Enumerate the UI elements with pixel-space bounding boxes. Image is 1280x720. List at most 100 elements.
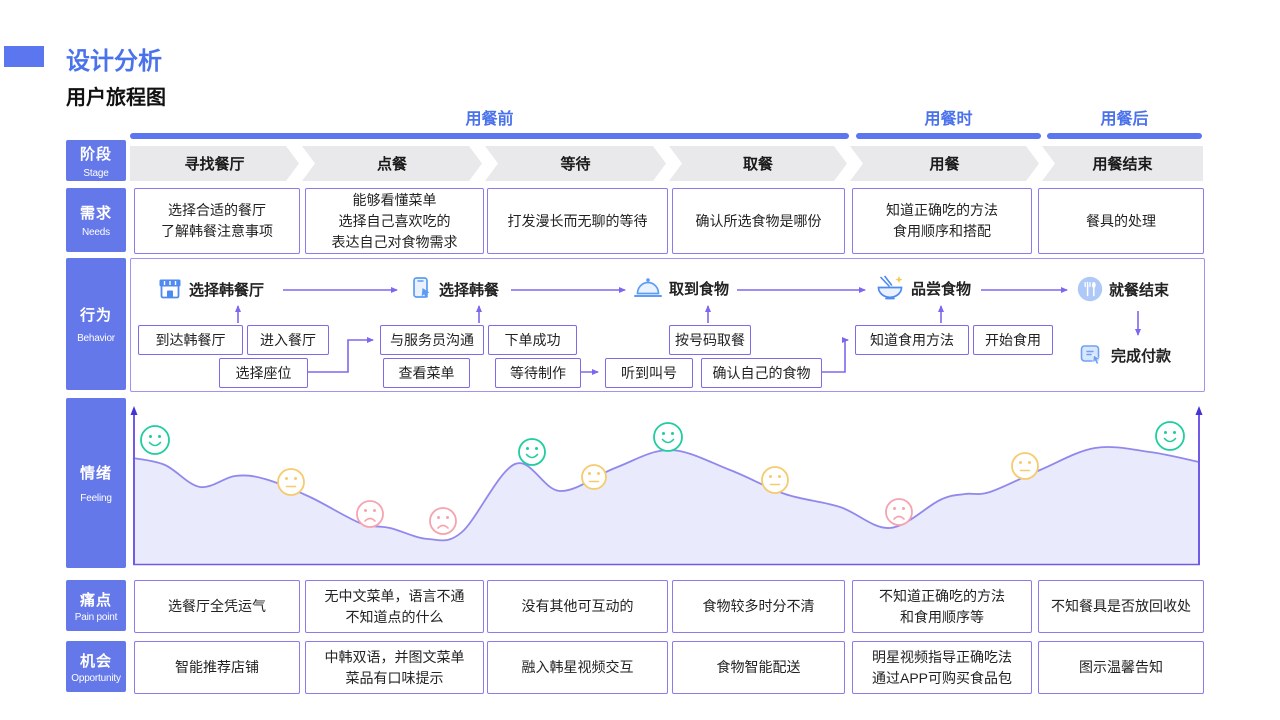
stage-chevron-order: 点餐 (302, 146, 482, 181)
neutral-face-icon (1011, 452, 1039, 480)
needs-text: 餐具的处理 (1086, 212, 1156, 229)
phase-bar-during-meal (856, 133, 1041, 139)
pain-text: 选餐厅全凭运气 (168, 598, 266, 614)
step-confirm-own-food: 确认自己的食物 (701, 358, 822, 388)
neutral-face-icon (581, 464, 607, 490)
pain-card-6: 不知餐具是否放回收处 (1038, 580, 1204, 633)
stage-chevron-wait: 等待 (485, 146, 666, 181)
pain-text: 不知道正确吃的方法 和食用顺序等 (879, 587, 1005, 625)
sad-face-icon (885, 498, 913, 526)
row-header-opportunity-en: Opportunity (71, 672, 121, 684)
opportunity-card-3: 融入韩星视频交互 (487, 641, 668, 694)
step-enter-restaurant: 进入餐厅 (247, 325, 329, 355)
step-talk-to-waiter: 与服务员沟通 (380, 325, 484, 355)
phase-label-during-meal: 用餐时 (924, 111, 973, 128)
row-header-needs-en: Needs (82, 227, 110, 238)
row-header-behavior-zh: 行为 (79, 307, 112, 324)
step-choose-seat: 选择座位 (219, 358, 308, 388)
needs-card-4: 确认所选食物是哪份 (672, 188, 845, 254)
milestone-choose-restaurant: 选择韩餐厅 (157, 276, 264, 302)
right-axis-arrowhead (1195, 406, 1203, 415)
phase-label-before-meal: 用餐前 (465, 111, 514, 128)
step-hear-number-called: 听到叫号 (605, 358, 693, 388)
behavior-flow-panel: 选择韩餐厅 选择韩餐 取到食物 品尝食物 (130, 258, 1205, 392)
milestone-complete-payment: 完成付款 (1079, 342, 1171, 368)
page-subtitle: 用户旅程图 (66, 87, 166, 109)
pain-text: 食物较多时分不清 (702, 598, 815, 614)
milestone-choose-food: 选择韩餐 (411, 276, 499, 302)
row-header-behavior-en: Behavior (77, 333, 115, 344)
row-header-pain-zh: 痛点 (79, 591, 112, 609)
pain-card-4: 食物较多时分不清 (672, 580, 845, 633)
pain-card-3: 没有其他可互动的 (487, 580, 668, 633)
connector-seat-to-waiter (306, 337, 374, 373)
stage-label: 用餐结束 (1092, 156, 1153, 173)
phase-label-after-meal: 用餐后 (1100, 111, 1149, 128)
connector-confirm-to-method (820, 337, 849, 373)
title-accent-bar (4, 46, 44, 67)
milestone-label: 选择韩餐 (439, 281, 500, 299)
needs-card-2: 能够看懂菜单 选择自己喜欢吃的 表达自己对食物需求 (305, 188, 484, 254)
milestone-label: 选择韩餐厅 (189, 281, 265, 299)
needs-card-3: 打发漫长而无聊的等待 (487, 188, 668, 254)
row-header-needs-zh: 需求 (79, 205, 112, 222)
milestone-get-food: 取到食物 (633, 275, 729, 301)
step-order-success: 下单成功 (488, 325, 577, 355)
step-arrive-restaurant: 到达韩餐厅 (138, 325, 243, 355)
opportunity-card-2: 中韩双语，并图文菜单 菜品有口味提示 (305, 641, 484, 694)
feeling-chart-svg (130, 406, 1203, 566)
sad-face-icon (356, 500, 384, 528)
bowl-icon (877, 275, 903, 300)
happy-face-icon (1155, 421, 1185, 451)
needs-card-5: 知道正确吃的方法 食用顺序和搭配 (852, 188, 1032, 254)
stage-label: 点餐 (376, 156, 407, 173)
opportunity-text: 融入韩星视频交互 (521, 659, 634, 675)
row-header-opportunity-zh: 机会 (79, 652, 112, 670)
needs-text: 确认所选食物是哪份 (695, 212, 822, 229)
cutlery-icon (1077, 276, 1103, 302)
stage-label: 寻找餐厅 (184, 156, 245, 173)
step-view-menu: 查看菜单 (383, 358, 470, 388)
milestone-label: 就餐结束 (1109, 281, 1170, 299)
happy-face-icon (653, 422, 683, 452)
stage-chevron-pickup: 取餐 (669, 146, 847, 181)
row-header-opportunity: 机会 Opportunity (66, 641, 126, 692)
pain-card-5: 不知道正确吃的方法 和食用顺序等 (852, 580, 1032, 633)
needs-text: 知道正确吃的方法 食用顺序和搭配 (886, 202, 998, 239)
needs-card-6: 餐具的处理 (1038, 188, 1204, 254)
stage-chevron-finish: 用餐结束 (1042, 146, 1203, 181)
needs-text: 打发漫长而无聊的等待 (507, 212, 648, 229)
needs-card-1: 选择合适的餐厅 了解韩餐注意事项 (134, 188, 300, 254)
phase-bar-after-meal (1047, 133, 1202, 139)
row-header-stage-en: Stage (83, 167, 109, 179)
feeling-curve-panel (130, 398, 1203, 568)
row-header-behavior: 行为 Behavior (66, 258, 126, 390)
mood-faces (140, 421, 1185, 535)
milestone-label: 品尝食物 (911, 280, 972, 298)
stage-chevron-dine: 用餐 (850, 146, 1039, 181)
pain-card-1: 选餐厅全凭运气 (134, 580, 300, 633)
milestone-label: 完成付款 (1111, 347, 1172, 365)
behavior-connectors (235, 287, 1141, 375)
needs-text: 选择合适的餐厅 了解韩餐注意事项 (161, 202, 273, 239)
opportunity-text: 明星视频指导正确吃法 通过APP可购买食品包 (871, 648, 1012, 686)
milestone-label: 取到食物 (669, 280, 730, 298)
sad-face-icon (429, 507, 457, 535)
pain-text: 无中文菜单，语言不通 不知道点的什么 (324, 587, 465, 625)
stage-label: 用餐 (929, 156, 960, 173)
opportunity-card-4: 食物智能配送 (672, 641, 845, 694)
happy-face-icon (518, 438, 546, 466)
pain-text: 不知餐具是否放回收处 (1051, 598, 1191, 614)
row-header-pain-en: Pain point (74, 611, 118, 623)
feeling-curve-line (132, 446, 1200, 542)
page-title: 设计分析 (66, 48, 162, 75)
opportunity-text: 智能推荐店铺 (175, 659, 259, 675)
row-header-stage: 阶段 Stage (66, 140, 126, 181)
phone-order-icon (413, 277, 430, 298)
row-header-stage-zh: 阶段 (79, 145, 112, 163)
step-pickup-by-number: 按号码取餐 (669, 325, 751, 355)
storefront-icon (159, 279, 181, 299)
neutral-face-icon (761, 466, 789, 494)
step-wait-preparation: 等待制作 (495, 358, 581, 388)
